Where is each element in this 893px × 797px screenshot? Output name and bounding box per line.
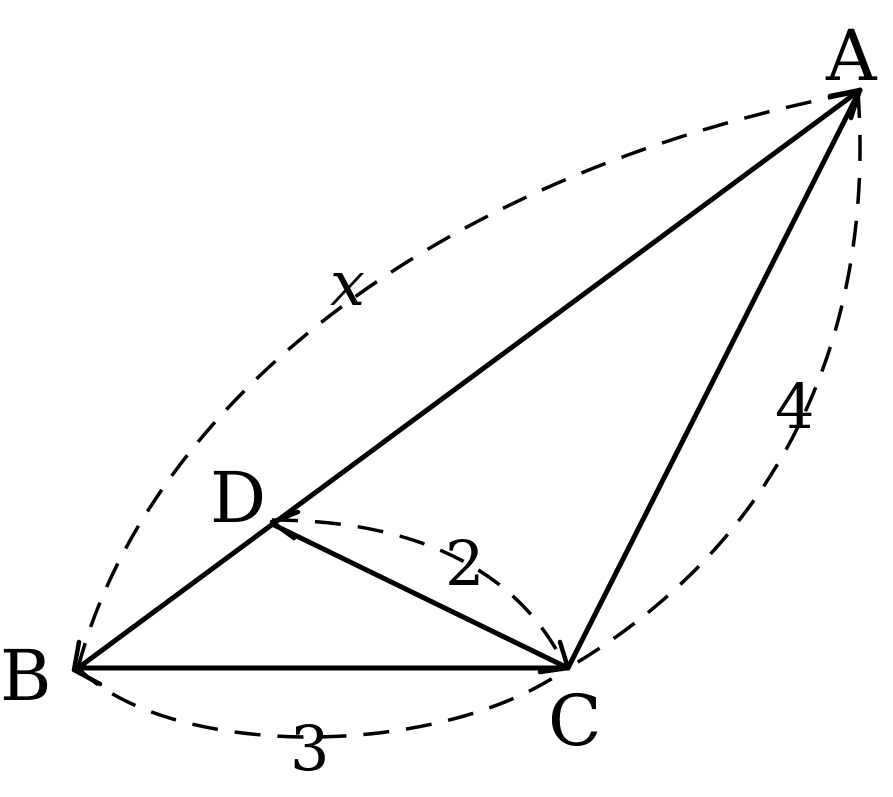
arrowhead-b	[71, 639, 103, 687]
length-label-cd: 2	[445, 527, 484, 600]
arrowhead-a	[827, 87, 863, 121]
segment-b-a	[75, 87, 863, 671]
dimension-arc-ac	[567, 91, 862, 670]
arrowhead-d	[269, 509, 301, 541]
arrowhead-c	[537, 639, 571, 675]
length-label-bc: 3	[290, 712, 329, 785]
dimension-arc-bc	[76, 666, 570, 739]
point-label-a: A	[825, 15, 878, 97]
segment-d-c	[269, 521, 571, 671]
point-label-c: C	[548, 680, 602, 762]
point-label-d: D	[210, 457, 266, 539]
dimension-arc-ab	[76, 90, 859, 669]
dimension-arc-dc	[271, 518, 564, 661]
length-label-ab: x	[330, 247, 365, 320]
length-label-ac: 4	[775, 370, 814, 443]
point-label-b: B	[0, 635, 51, 717]
segment-c-a	[565, 87, 863, 671]
